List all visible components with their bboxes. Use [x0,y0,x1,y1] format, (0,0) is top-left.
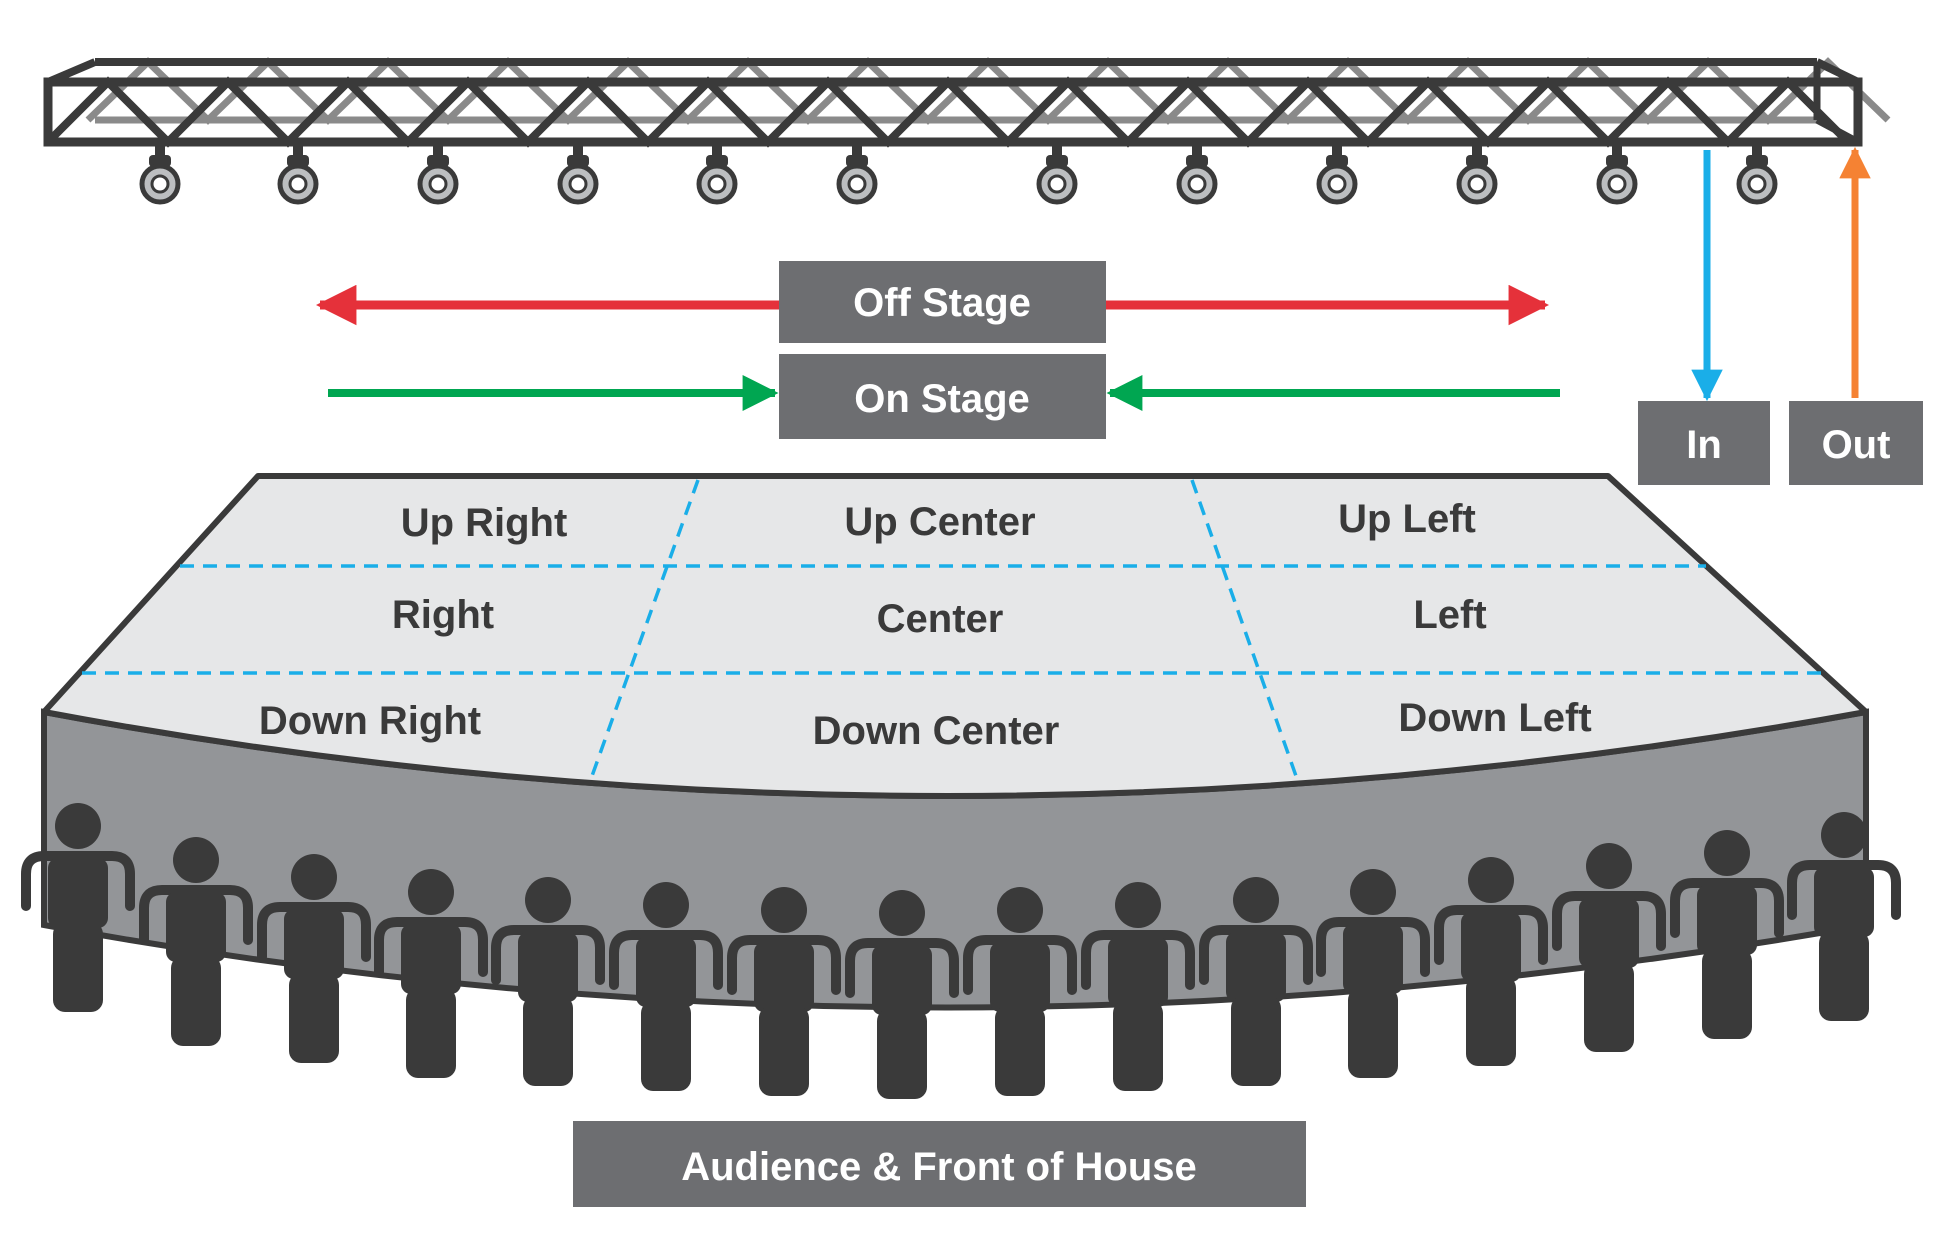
on-stage-label: On Stage [854,377,1030,421]
zone-down-center: Down Center [813,709,1060,753]
audience-label-box: Audience & Front of House [573,1121,1306,1207]
audience-person-icon [1081,882,1195,1091]
out-label-box: Out [1789,401,1923,485]
stage-light-icon [1316,145,1358,205]
audience-person-icon [1787,812,1901,1021]
audience-label: Audience & Front of House [681,1145,1197,1189]
zone-left: Left [1413,593,1486,637]
audience-person-icon [1552,843,1666,1052]
in-label: In [1686,423,1722,467]
audience-person-icon [727,887,841,1096]
audience-person-icon [491,877,605,1086]
stage-light-icon [1036,145,1078,205]
stage-lights [139,145,1778,205]
zone-up-right: Up Right [401,501,568,545]
audience-person-icon [257,854,371,1063]
stage-light-icon [417,145,459,205]
stage-light-icon [1456,145,1498,205]
zone-down-left: Down Left [1398,696,1591,740]
zone-up-center: Up Center [844,500,1035,544]
audience-person-icon [139,837,253,1046]
audience [21,803,1901,1099]
audience-person-icon [963,887,1077,1096]
stage-light-icon [557,145,599,205]
audience-person-icon [21,803,135,1012]
stage-light-icon [836,145,878,205]
audience-person-icon [845,890,959,1099]
stage-light-icon [1176,145,1218,205]
stage-light-icon [277,145,319,205]
in-label-box: In [1638,401,1770,485]
stage-light-icon [696,145,738,205]
stage-light-icon [1736,145,1778,205]
zone-grid [82,479,1825,777]
audience-person-icon [1670,830,1784,1039]
on-stage-label-box: On Stage [779,354,1106,439]
lighting-truss-icon [43,57,1891,148]
off-stage-label: Off Stage [853,281,1031,325]
stage-light-icon [139,145,181,205]
audience-person-icon [1434,857,1548,1066]
out-label: Out [1822,423,1891,467]
zone-down-right: Down Right [259,699,481,743]
audience-person-icon [1199,877,1313,1086]
audience-person-icon [609,882,723,1091]
audience-person-icon [374,869,488,1078]
stage-light-icon [1596,145,1638,205]
zone-right: Right [392,593,494,637]
off-stage-label-box: Off Stage [779,261,1106,343]
stage-floor [41,473,1869,799]
zone-center: Center [877,597,1004,641]
zone-up-left: Up Left [1338,497,1476,541]
audience-person-icon [1316,869,1430,1078]
